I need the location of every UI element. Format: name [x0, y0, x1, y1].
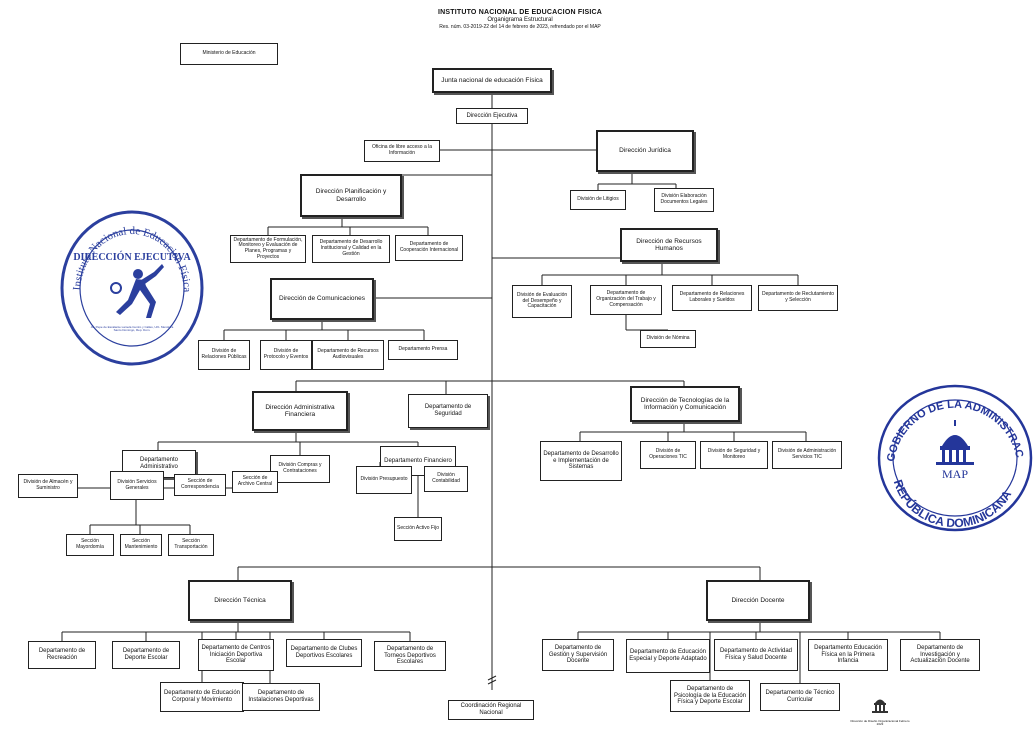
node-division-elaboracion: División Elaboración Documentos Legales	[654, 188, 714, 212]
node-direccion-administrativa: Dirección Administrativa Financiera	[252, 391, 348, 431]
seal-bottom-text: REPÚBLICA DOMINICANA	[891, 478, 1015, 530]
node-div-administracion-tic: División de Administración Servicios TIC	[772, 441, 842, 469]
node-div-protocolo: División de Protocolo y Eventos	[260, 340, 312, 370]
seal-center-text: DIRECCIÓN EJECUTIVA	[73, 251, 191, 263]
node-depto-deporte-escolar: Departamento de Deporte Escolar	[112, 641, 180, 669]
node-div-servicios-generales: División Servicios Generales	[110, 471, 164, 500]
node-depto-gestion-docente: Departamento de Gestión y Supervisión Do…	[542, 639, 614, 671]
node-depto-relaciones-laborales: Departamento de Relaciones Laborales y S…	[672, 285, 752, 311]
chart-subtitle: Organigrama Estructural	[487, 17, 553, 23]
node-seccion-mantenimiento: Sección Mantenimiento	[120, 534, 162, 556]
node-depto-primera-infancia: Departamento Educación Física en la Prim…	[808, 639, 888, 671]
node-division-litigios: División de Litigios	[570, 190, 626, 210]
node-direccion-comunicaciones: Dirección de Comunicaciones	[270, 278, 374, 320]
node-div-evaluacion: División de Evaluación del Desempeño y C…	[512, 285, 572, 318]
capitol-icon	[936, 420, 974, 465]
node-depto-investigacion: Departamento de Investigación y Actualiz…	[900, 639, 980, 671]
footer-caption: Dirección de Diseño Organizacional Febre…	[850, 719, 910, 727]
node-direccion-rrhh: Dirección de Recursos Humanos	[620, 228, 718, 262]
node-direccion-planificacion: Dirección Planificación y Desarrollo	[300, 174, 402, 217]
node-oficina-acceso: Oficina de libre acceso a la Información	[364, 140, 440, 162]
node-depto-seguridad: Departamento de Seguridad	[408, 394, 488, 428]
node-depto-desarrollo-sistemas: Departamento de Desarrollo e Implementac…	[540, 441, 622, 481]
node-direccion-juridica: Dirección Jurídica	[596, 130, 694, 172]
node-depto-educacion-especial: Departamento de Educación Especial y Dep…	[626, 639, 710, 673]
node-depto-instalaciones: Departamento de Instalaciones Deportivas	[242, 683, 320, 711]
node-depto-educacion-corporal: Departamento de Educación Corporal y Mov…	[160, 682, 244, 712]
node-div-seguridad-tic: División de Seguridad y Monitoreo	[700, 441, 768, 469]
chart-resolution: Res. núm. 03-2019-22 del 14 de febrero d…	[439, 24, 601, 30]
node-depto-organizacion: Departamento de Organización del Trabajo…	[590, 285, 662, 315]
node-depto-reclutamiento: Departamento de Reclutamiento y Selecció…	[758, 285, 838, 311]
node-depto-tecnico-curricular: Departamento de Técnico Curricular	[760, 683, 840, 711]
node-div-almacen: División de Almacén y Suministro	[18, 474, 78, 498]
node-seccion-transportacion: Sección Transportación	[168, 534, 214, 556]
node-seccion-activo-fijo: Sección Activo Fijo	[394, 517, 442, 541]
node-div-compras: División Compras y Contrataciones	[270, 455, 330, 483]
node-depto-clubes: Departamento de Clubes Deportivos Escola…	[286, 639, 362, 667]
building-icon	[872, 699, 888, 713]
node-div-operaciones-tic: División de Operaciones TIC	[640, 441, 696, 469]
node-depto-formulacion: Departamento de Formulación, Monitoreo y…	[230, 235, 306, 263]
node-depto-centros-iniciacion: Departamento de Centros Iniciación Depor…	[198, 639, 274, 671]
node-direccion-tecnica: Dirección Técnica	[188, 580, 292, 621]
map-seal: GOBIERNO DE LA ADMINISTRACIÓN PÚBLICA RE…	[870, 378, 1033, 532]
inefi-seal: Instituto Nacional de Educación Física I…	[58, 208, 204, 366]
node-depto-recreacion: Departamento de Recreación	[28, 641, 96, 669]
chart-title: INSTITUTO NACIONAL DE EDUCACION FISICA	[437, 9, 603, 16]
node-direccion-docente: Dirección Docente	[706, 580, 810, 621]
node-depto-psicologia: Departamento de Psicología de la Educaci…	[670, 680, 750, 712]
node-seccion-mayordomia: Sección Mayordomía	[66, 534, 114, 556]
node-div-presupuesto: División Presupuesto	[356, 466, 412, 494]
node-depto-cooperacion: Departamento de Cooperación Internaciona…	[395, 235, 463, 261]
node-depto-torneos: Departamento de Torneos Deportivos Escol…	[374, 641, 446, 671]
seal-address: Av. Pepe de Escalante Lamela Centro y Ca…	[90, 326, 174, 333]
athlete-icon	[110, 264, 164, 318]
node-div-nomina: División de Nómina	[640, 330, 696, 348]
footer-logo: Dirección de Diseño Organizacional Febre…	[850, 695, 910, 727]
node-direccion-tic: Dirección de Tecnologías de la Informaci…	[630, 386, 740, 422]
node-div-contabilidad: División Contabilidad	[424, 466, 468, 492]
node-seccion-archivo: Sección de Archivo Central	[232, 471, 278, 493]
node-direccion-ejecutiva: Dirección Ejecutiva	[456, 108, 528, 124]
node-ministerio: Ministerio de Educación	[180, 43, 278, 65]
seal-map-text: MAP	[942, 467, 968, 481]
node-div-relaciones-publicas: División de Relaciones Públicas	[198, 340, 250, 370]
node-depto-desarrollo: Departamento de Desarrollo Institucional…	[312, 235, 390, 263]
node-depto-audiovisuales: Departamento de Recursos Audiovisuales	[312, 340, 384, 370]
node-junta: Junta nacional de educación Física	[432, 68, 552, 93]
node-coordinacion-regional: Coordinación Regional Nacional	[448, 700, 534, 720]
node-seccion-correspondencia: Sección de Correspondencia	[174, 474, 226, 496]
node-depto-actividad-fisica: Departamento de Actividad Física y Salud…	[714, 639, 798, 671]
node-depto-prensa: Departamento Prensa	[388, 340, 458, 360]
